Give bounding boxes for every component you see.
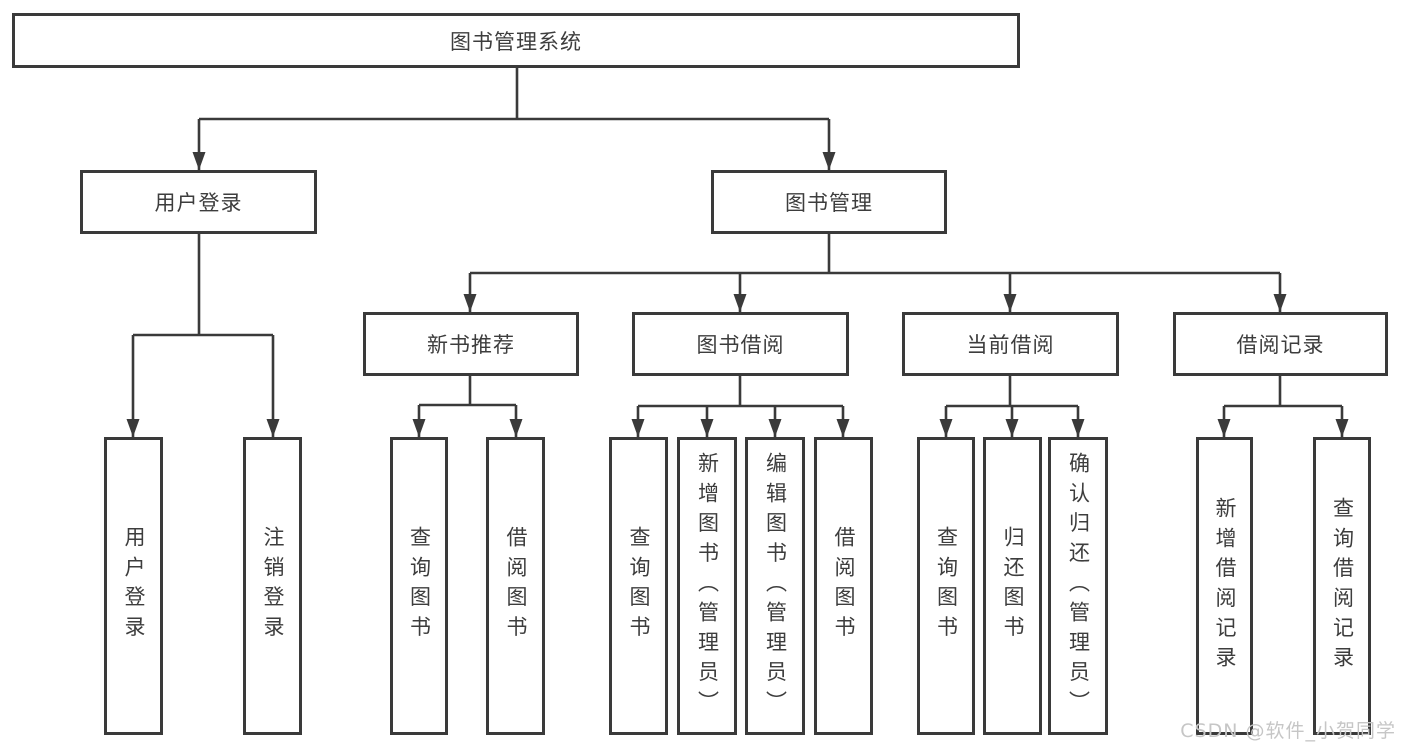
node-label: 借阅图书 (832, 526, 856, 646)
node-label: 确认归还（管理员） (1066, 451, 1091, 721)
node-label: 查询借阅记录 (1330, 496, 1355, 676)
leaf-query-books-recommend: 查询图书 (390, 437, 448, 735)
node-label: 借阅图书 (504, 526, 528, 646)
node-label: 查询图书 (407, 526, 432, 646)
leaf-confirm-return-admin: 确认归还（管理员） (1048, 437, 1108, 735)
leaf-user-login: 用户登录 (104, 437, 163, 735)
leaf-logout: 注销登录 (243, 437, 302, 735)
node-label: 用户登录 (122, 526, 146, 646)
leaf-query-books-current: 查询图书 (917, 437, 975, 735)
node-book-borrow: 图书借阅 (632, 312, 849, 376)
node-label: 查询图书 (934, 526, 959, 646)
leaf-query-books-borrow: 查询图书 (609, 437, 668, 735)
node-label: 图书管理系统 (450, 29, 582, 54)
leaf-query-borrow-record: 查询借阅记录 (1313, 437, 1371, 735)
leaf-return-books: 归还图书 (983, 437, 1042, 735)
node-label: 当前借阅 (966, 333, 1055, 357)
node-label: 查询图书 (627, 526, 651, 646)
node-label: 借阅记录 (1236, 333, 1325, 357)
node-current-borrow: 当前借阅 (902, 312, 1119, 376)
leaf-borrow-books: 借阅图书 (814, 437, 873, 735)
node-label: 新增借阅记录 (1213, 496, 1237, 676)
node-label: 新增图书（管理员） (695, 451, 720, 721)
node-label: 归还图书 (1001, 526, 1025, 646)
leaf-add-borrow-record: 新增借阅记录 (1196, 437, 1253, 735)
node-label: 注销登录 (261, 526, 285, 646)
node-library-management-system: 图书管理系统 (12, 13, 1020, 68)
node-user-login: 用户登录 (80, 170, 317, 234)
node-new-book-recommend: 新书推荐 (363, 312, 579, 376)
node-label: 图书借阅 (696, 333, 785, 357)
node-label: 图书管理 (785, 191, 873, 215)
leaf-add-books-admin: 新增图书（管理员） (677, 437, 737, 735)
node-book-management: 图书管理 (711, 170, 947, 234)
node-label: 编辑图书（管理员） (763, 451, 788, 721)
node-label: 用户登录 (154, 191, 243, 215)
node-label: 新书推荐 (427, 333, 515, 357)
node-borrow-records: 借阅记录 (1173, 312, 1388, 376)
csdn-watermark: CSDN @软件_小贺同学 (1180, 720, 1396, 742)
leaf-edit-books-admin: 编辑图书（管理员） (745, 437, 805, 735)
leaf-borrow-books-recommend: 借阅图书 (486, 437, 545, 735)
